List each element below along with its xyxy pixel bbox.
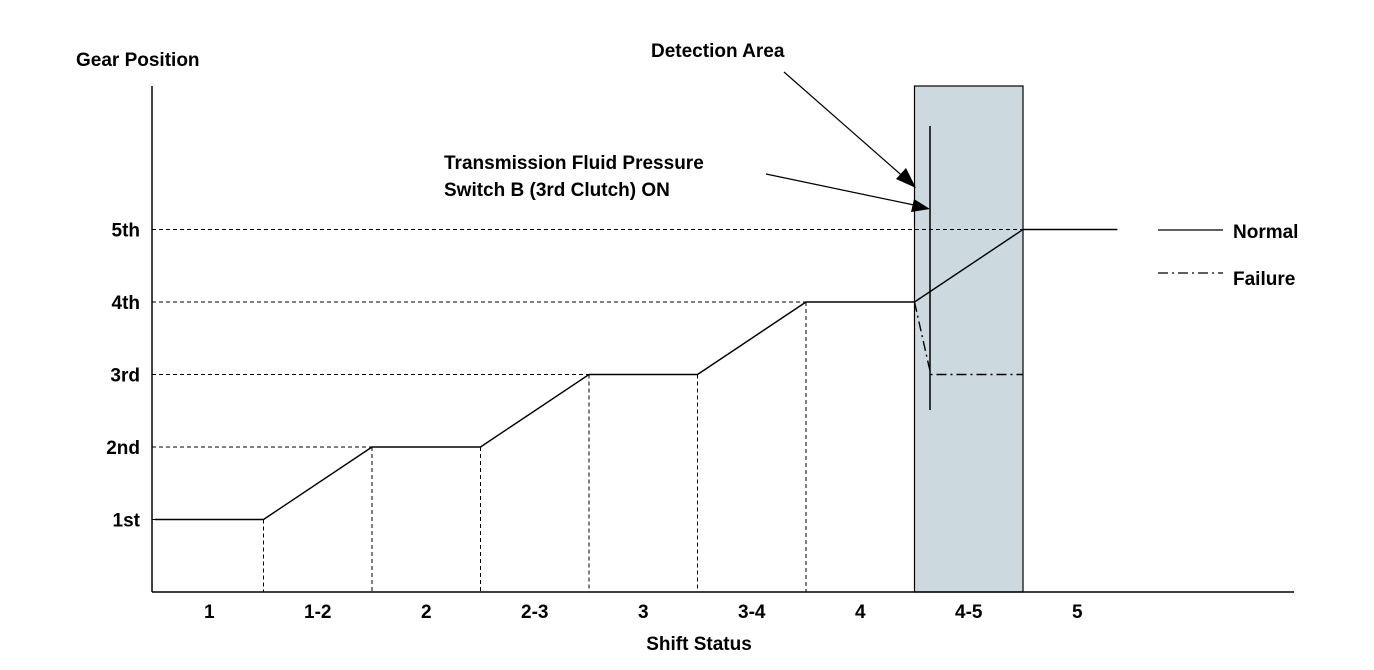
detection-area-region: [913, 85, 1024, 593]
detection-area-arrowhead: [896, 168, 916, 188]
pressure-switch-label-line2: Switch B (3rd Clutch) ON: [444, 180, 670, 201]
y-axis-title: Gear Position: [76, 50, 200, 71]
y-tick-label: 3rd: [110, 366, 140, 387]
x-tick-label: 3-4: [738, 602, 766, 623]
x-tick-label: 3: [638, 602, 649, 623]
x-tick-label: 4-5: [955, 602, 983, 623]
x-axis-title: Shift Status: [646, 634, 752, 655]
pressure-switch-label-line1: Transmission Fluid Pressure: [444, 153, 704, 174]
x-tick-label: 2-3: [521, 602, 548, 623]
y-tick-label: 1st: [113, 511, 141, 532]
detection-area-label: Detection Area: [651, 41, 785, 62]
y-tick-labels: 1st 2nd 3rd 4th 5th: [106, 221, 140, 532]
pressure-switch-arrowhead: [911, 199, 930, 212]
x-tick-label: 4: [855, 602, 866, 623]
y-tick-label: 5th: [112, 221, 141, 242]
x-tick-label: 5: [1072, 602, 1083, 623]
series-failure-line: [913, 301, 1023, 376]
x-tick-label: 2: [421, 602, 432, 623]
y-tick-label: 2nd: [106, 438, 140, 459]
x-tick-label: 1-2: [304, 602, 331, 623]
series-normal-line: [155, 228, 1118, 521]
detection-area-arrow: [783, 71, 908, 181]
x-tick-labels: 1 1-2 2 2-3 3 3-4 4 4-5 5: [204, 602, 1083, 623]
series-lines: [155, 228, 1118, 521]
guide-lines: [152, 229, 1023, 592]
x-tick-label: 1: [204, 602, 215, 623]
legend-normal-label: Normal: [1233, 222, 1298, 243]
pressure-switch-arrow: [765, 173, 915, 206]
legend-failure-label: Failure: [1233, 269, 1295, 290]
y-tick-label: 4th: [112, 293, 141, 314]
